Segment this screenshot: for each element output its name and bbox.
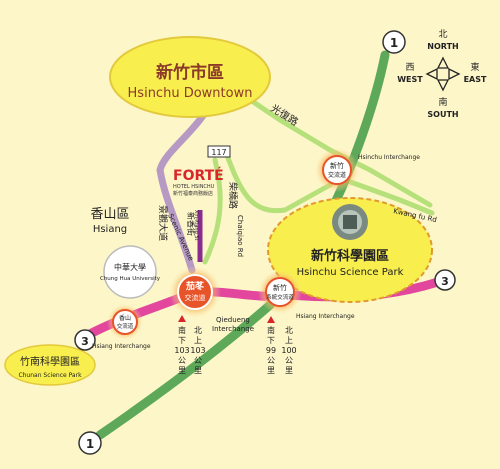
compass-north-en: NORTH — [427, 42, 458, 51]
svg-text:新竹: 新竹 — [273, 283, 287, 292]
hsinchu-system-interchange: 新竹 系統交流道 — [258, 270, 302, 314]
xinxiang-street-label-zh: 新香街 — [186, 212, 196, 236]
svg-text:南: 南 — [178, 325, 186, 335]
svg-text:里: 里 — [178, 366, 186, 375]
svg-text:北: 北 — [194, 326, 202, 335]
compass-north-arrow-icon — [436, 56, 450, 69]
svg-text:100: 100 — [281, 346, 296, 355]
svg-text:南: 南 — [267, 325, 275, 335]
science-park-label-zh: 新竹科學園區 — [311, 248, 389, 264]
chunan-park-bubble — [4, 344, 96, 386]
university-label-en: Chung Hua University — [100, 276, 161, 282]
svg-text:茄苳: 茄苳 — [185, 280, 205, 292]
compass-south-arrow-icon — [436, 79, 450, 92]
compass-south-en: SOUTH — [427, 110, 458, 119]
svg-text:里: 里 — [285, 366, 293, 375]
svg-text:3: 3 — [441, 275, 449, 288]
qiedueng-interchange-label-1: Qiedueng — [216, 316, 250, 324]
xinxiang-street-label-en: Xin-Xiang St — [193, 210, 199, 241]
svg-text:新竹: 新竹 — [330, 161, 344, 170]
science-park-logo — [332, 204, 368, 240]
downtown-label-en: Hsinchu Downtown — [128, 86, 253, 101]
svg-text:里: 里 — [267, 366, 275, 375]
svg-text:1: 1 — [390, 36, 398, 50]
route-117-shield — [207, 145, 231, 158]
svg-text:1: 1 — [86, 437, 94, 451]
highway-1-shield-bottom: 1 — [78, 431, 102, 455]
chaiqiao-road-label-zh: 柴橋路 — [227, 182, 239, 209]
hsinchu-interchange: 新竹 交流道 — [315, 148, 359, 192]
svg-text:交流道: 交流道 — [185, 293, 206, 302]
downtown-label-zh: 新竹市區 — [156, 62, 224, 83]
compass-west-arrow-icon — [425, 67, 438, 81]
svg-text:99: 99 — [266, 346, 276, 355]
svg-text:下: 下 — [267, 336, 275, 345]
svg-text:系統交流道: 系統交流道 — [266, 293, 294, 301]
marker-north-103: 北 上 103 公 里 — [190, 326, 205, 375]
svg-text:公: 公 — [194, 356, 202, 365]
svg-text:交流道: 交流道 — [328, 171, 346, 179]
road-117 — [202, 157, 223, 265]
svg-text:里: 里 — [194, 366, 202, 375]
university-circle — [103, 245, 157, 299]
highway-3-shield-left: 3 — [74, 329, 96, 351]
hsiang-district-label-zh: 香山區 — [90, 207, 129, 222]
hsiang-district-label-en: Hsiang — [93, 224, 127, 235]
marker-north-100: 北 上 100 公 里 — [281, 326, 296, 375]
downtown-bubble — [109, 36, 271, 118]
compass-south-zh: 南 — [438, 96, 447, 108]
science-park-bubble — [267, 197, 433, 303]
xiangshan-interchange: 香山 交流道 — [107, 304, 143, 340]
compass-east-en: EAST — [464, 75, 487, 84]
marker-south-103: 南 下 103 公 里 — [174, 315, 190, 375]
highway-3-shield-right: 3 — [434, 269, 456, 291]
svg-text:3: 3 — [81, 335, 89, 348]
route-117-label: 117 — [211, 148, 226, 157]
svg-text:公: 公 — [285, 356, 293, 365]
svg-text:公: 公 — [178, 356, 186, 365]
compass-west-zh: 西 — [405, 62, 414, 73]
qiedueng-interchange-label-2: Interchange — [212, 325, 254, 333]
marker-south-99: 南 下 99 公 里 — [266, 316, 276, 375]
compass-rose: 北 NORTH 南 SOUTH 東 EAST 西 WEST — [397, 29, 487, 119]
scenic-avenue-label-zh: 景觀大道 — [157, 205, 169, 241]
hsinchu-interchange-label: Hsinchu Interchange — [358, 154, 420, 161]
svg-text:北: 北 — [285, 326, 293, 335]
svg-text:香山: 香山 — [119, 314, 131, 322]
chaiqiao-road-label-en: Chaiqiao Rd — [236, 215, 244, 257]
xiangshan-interchange-label: Hsiang Interchange — [92, 343, 151, 350]
science-park-label-en: Hsinchu Science Park — [297, 267, 404, 278]
hotel-name-en: HOTEL HSINCHU — [173, 184, 215, 190]
compass-west-en: WEST — [397, 75, 423, 84]
svg-text:下: 下 — [178, 336, 186, 345]
scenic-avenue-road — [156, 91, 219, 274]
compass-east-zh: 東 — [470, 61, 479, 73]
chunan-label-en: Chunan Science Park — [18, 372, 82, 379]
svg-text:上: 上 — [285, 336, 293, 345]
university-label-zh: 中華大學 — [114, 262, 146, 272]
chaiqiao-road — [222, 147, 333, 214]
svg-text:交流道: 交流道 — [117, 322, 134, 330]
svg-text:公: 公 — [267, 356, 275, 365]
chunan-label-zh: 竹南科學園區 — [20, 355, 80, 368]
svg-text:103: 103 — [190, 346, 205, 355]
highway-1-shield-top: 1 — [382, 30, 406, 54]
svg-text:上: 上 — [194, 336, 202, 345]
qiedueng-interchange: 茄苳 交流道 — [169, 266, 221, 318]
hsinchu-system-interchange-label: Hsiang Interchange — [296, 313, 355, 320]
svg-text:103: 103 — [174, 346, 189, 355]
kwangfu-road — [342, 177, 435, 216]
compass-east-arrow-icon — [448, 67, 461, 81]
hotel-brand: FORTÉ — [173, 167, 224, 184]
hotel-name-zh: 新竹福泰商務飯店 — [173, 190, 213, 197]
compass-north-zh: 北 — [438, 29, 447, 40]
